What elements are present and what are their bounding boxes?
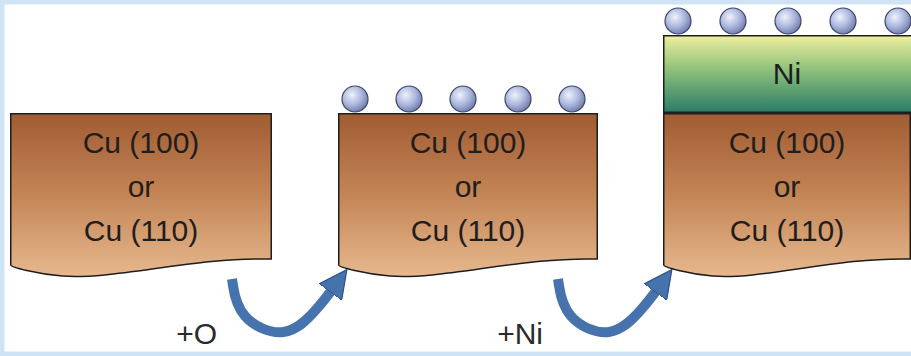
process-arrow — [558, 279, 665, 332]
substrate-body — [339, 114, 598, 277]
substrate-body — [664, 114, 911, 277]
copper-substrate: Cu (100) or Cu (110) — [10, 113, 272, 279]
substrate-label: Cu (100) or Cu (110) — [10, 121, 272, 253]
text-line: Cu (110) — [10, 209, 272, 253]
oxygen-atom — [450, 86, 476, 112]
substrate-body — [11, 114, 272, 277]
copper-substrate: Cu (100) or Cu (110) — [338, 113, 598, 279]
oxygen-atom — [885, 8, 911, 34]
oxygen-atom — [830, 8, 856, 34]
text-line: or — [663, 165, 911, 209]
layer-body — [664, 36, 911, 113]
step-label: +Ni — [494, 317, 546, 351]
nickel-layer: Ni — [663, 35, 911, 113]
layer-label: Ni — [663, 57, 911, 91]
oxygen-atom — [559, 86, 585, 112]
substrate-label: Cu (100) or Cu (110) — [663, 121, 911, 253]
substrate-label: Cu (100) or Cu (110) — [338, 121, 598, 253]
text-line: Cu (110) — [663, 209, 911, 253]
text-group: Cu (100) or Cu (110) — [663, 113, 911, 253]
oxygen-atom — [720, 8, 746, 34]
text-group: Cu (100) or Cu (110) — [10, 113, 272, 253]
text-group: Ni — [663, 35, 911, 91]
text-group: Cu (100) or Cu (110) — [338, 113, 598, 253]
copper-substrate: Cu (100) or Cu (110) — [663, 113, 911, 279]
process-arrow — [232, 279, 340, 332]
oxygen-atom — [396, 86, 422, 112]
text-line: or — [338, 165, 598, 209]
oxygen-atom — [665, 8, 691, 34]
text-line: or — [10, 165, 272, 209]
text-line: Cu (100) — [10, 121, 272, 165]
text-line: Cu (110) — [338, 209, 598, 253]
text-line: Ni — [663, 57, 911, 91]
oxygen-atom — [505, 86, 531, 112]
step-label: +O — [173, 317, 220, 351]
text-line: Cu (100) — [663, 121, 911, 165]
oxygen-atom — [342, 86, 368, 112]
text-line: Cu (100) — [338, 121, 598, 165]
oxygen-atom — [775, 8, 801, 34]
